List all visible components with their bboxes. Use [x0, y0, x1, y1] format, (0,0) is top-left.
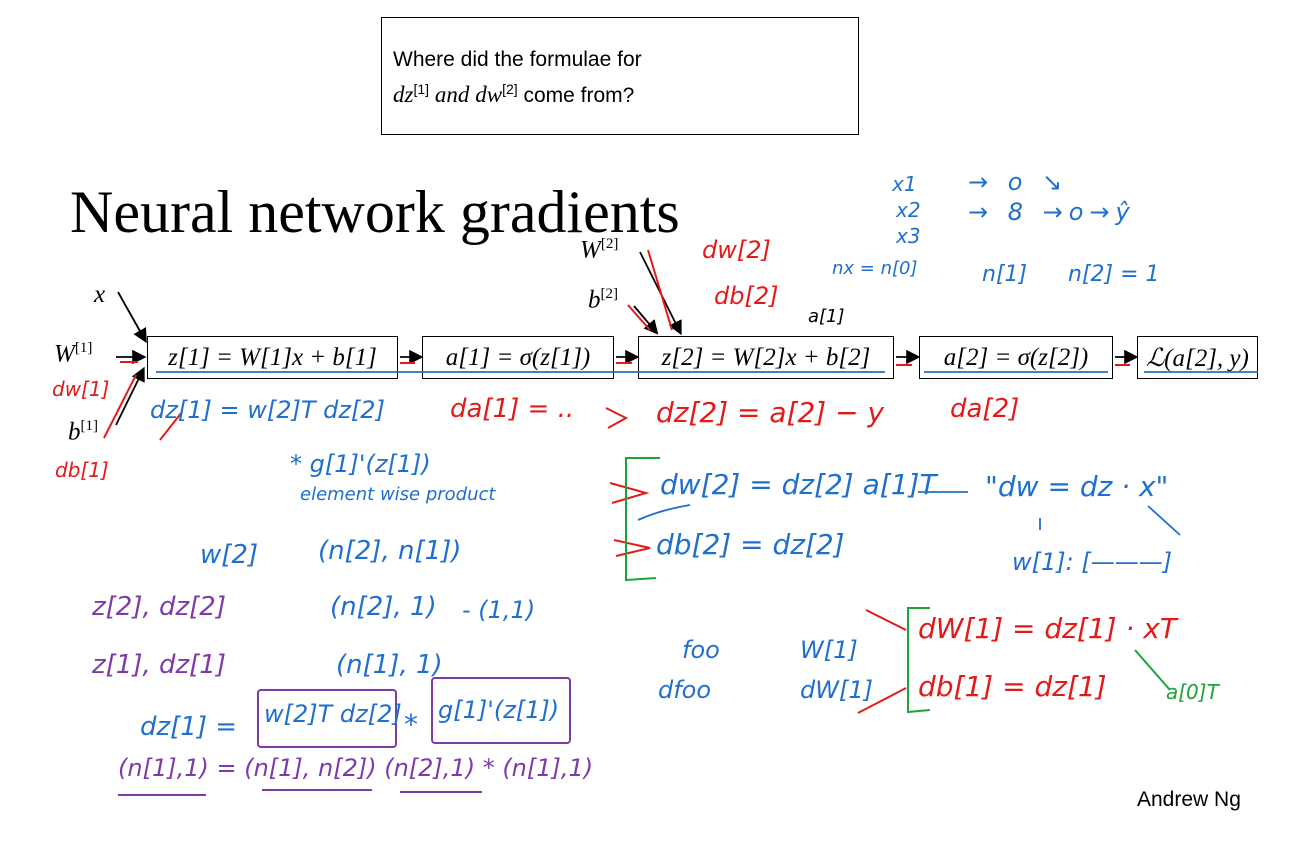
x-arrow [117, 291, 147, 344]
q-dw-sup: [2] [502, 81, 518, 97]
hw-z2-lbl: z[2], dz[2] [92, 592, 226, 622]
x-input-label: x [94, 281, 106, 308]
hw-a0T: a[0]T [1166, 680, 1219, 704]
q-and: and [434, 82, 470, 107]
hw-db2-eq: db[2] = dz[2] [656, 528, 845, 561]
b1-arrow [115, 366, 145, 426]
b2-label: b[2] [588, 286, 618, 314]
hw-n2: n[2] = 1 [1068, 262, 1160, 287]
hw-dw1: dw[1] [52, 377, 110, 401]
hw-a1-small: a[1] [808, 306, 845, 327]
a1-node: a[1] = σ(z[1]) [422, 336, 614, 379]
q-dz: dz [393, 82, 414, 107]
hw-w1-dims: w[1]: [———] [1012, 548, 1173, 576]
w2-label: W[2] [580, 236, 619, 264]
hw-net-x1: x1 [892, 172, 917, 196]
q-tail: come from? [523, 84, 635, 107]
hw-nx: nx = n[0] [832, 258, 918, 279]
hw-dz1-star: * [404, 708, 418, 741]
hw-z2-extra: - (1,1) [462, 596, 536, 624]
hw-dz2-eq: dz[2] = a[2] − y [656, 396, 885, 429]
hw-w2-dims: (n[2], n[1]) [318, 536, 462, 566]
hw-dW1c: dW[1] [800, 676, 873, 704]
hw-dw2-top: dw[2] [702, 236, 771, 264]
b1-label: b[1] [68, 418, 98, 446]
hw-net-drawing-2: → 8 →o→ŷ [968, 198, 1136, 226]
q-dw: dw [475, 82, 503, 107]
hw-da2: da[2] [950, 394, 1020, 424]
hw-dfoo: dfoo [658, 676, 712, 704]
hw-w2-lbl: w[2] [200, 540, 259, 570]
hw-W1c: W[1] [800, 636, 858, 664]
hw-dz1-eq: dz[1] = w[2]T dz[2] [150, 396, 385, 424]
question-line-2: dz[1] and dw[2] come from? [393, 81, 634, 108]
author-name: Andrew Ng [1137, 788, 1241, 811]
hw-z2-dims: (n[2], 1) [330, 592, 437, 622]
hw-dims-row: (n[1],1) = (n[1], n[2]) (n[2],1) * (n[1]… [118, 754, 594, 782]
hw-z1-dims: (n[1], 1) [336, 650, 443, 680]
hw-elem-note: element wise product [300, 484, 496, 505]
hw-n1: n[1] [982, 262, 1028, 287]
hw-dz1-term2: g[1]'(z[1]) [438, 696, 560, 724]
question-line-1: Where did the formulae for [393, 48, 642, 71]
hw-dw2-eq: dw[2] = dz[2] a[1]T [660, 468, 937, 501]
slide-title: Neural network gradients [70, 179, 680, 245]
hw-z1-lbl: z[1], dz[1] [92, 650, 226, 680]
hw-db2-top: db[2] [714, 282, 779, 310]
hw-net-x2: x2 [896, 198, 921, 222]
w1-label: W[1] [54, 340, 93, 368]
hw-dz1-term1: w[2]T dz[2] [264, 700, 402, 728]
hw-dW1-eq: dW[1] = dz[1] · xT [918, 612, 1177, 645]
hw-elem-prod: * g[1]'(z[1]) [290, 450, 431, 478]
hw-net-x3: x3 [896, 224, 921, 248]
hw-net-drawing: → o ↘ [968, 168, 1069, 196]
hw-dz1-full-lhs: dz[1] = [140, 712, 238, 742]
hw-da1: da[1] = .. [450, 394, 575, 424]
q-dz-sup: [1] [413, 81, 430, 97]
hw-db1-eq: db[1] = dz[1] [918, 670, 1107, 703]
b2-arrow [633, 305, 659, 335]
hw-db1: db[1] [55, 458, 109, 482]
question-box [381, 17, 859, 135]
hw-dw-dz-x: "dw = dz · x" [985, 470, 1169, 503]
hw-foo: foo [682, 636, 720, 664]
